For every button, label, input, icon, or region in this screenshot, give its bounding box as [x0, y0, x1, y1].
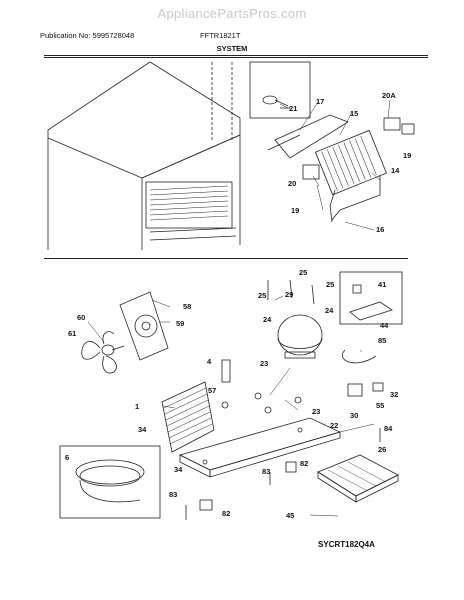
cabinet-drawing	[47, 61, 241, 250]
callout-34-a: 34	[138, 425, 147, 434]
callout-19: 19	[291, 206, 299, 215]
callout-24-b: 24	[325, 306, 334, 315]
callout-55: 55	[376, 401, 384, 410]
callout-20: 20	[288, 179, 296, 188]
callout-6: 6	[65, 453, 69, 462]
evaporator-assembly	[267, 114, 415, 223]
callout-19-top: 19	[403, 151, 411, 160]
callout-83-a: 83	[262, 467, 270, 476]
callout-84: 84	[384, 424, 393, 433]
section-title: SYSTEM	[216, 44, 248, 53]
callout-23-a: 23	[260, 359, 268, 368]
tubing-and-small-parts	[185, 349, 384, 520]
callout-23-b: 23	[312, 407, 320, 416]
callout-61: 61	[68, 329, 76, 338]
condenser-coil	[161, 359, 231, 453]
callout-labels: 21 17 15 20A 19 20 19 14 16 25 25 25 29 …	[65, 91, 411, 520]
watermark: AppliancePartsPros.com	[157, 6, 307, 21]
callout-25-a: 25	[299, 268, 307, 277]
callout-22: 22	[330, 421, 338, 430]
publication-number: Publication No: 5995728048	[40, 31, 135, 40]
callout-25-b: 25	[258, 291, 266, 300]
callout-4: 4	[207, 357, 212, 366]
callout-32: 32	[390, 390, 398, 399]
header-rule-bottom	[44, 57, 428, 58]
callout-83-b: 83	[169, 490, 177, 499]
callout-41: 41	[378, 280, 386, 289]
callout-60: 60	[77, 313, 85, 322]
callout-85: 85	[378, 336, 386, 345]
power-cord	[59, 445, 161, 519]
callout-20a: 20A	[382, 91, 396, 100]
callout-30: 30	[350, 411, 358, 420]
drain-pan	[317, 454, 399, 503]
compressor	[267, 279, 323, 359]
callout-17: 17	[316, 97, 324, 106]
callout-34-b: 34	[174, 465, 183, 474]
inset-box-parts-41-44	[339, 271, 403, 325]
callout-26: 26	[378, 445, 386, 454]
callout-58: 58	[183, 302, 191, 311]
section-divider	[44, 258, 408, 259]
callout-16: 16	[376, 225, 384, 234]
callout-24-a: 24	[263, 315, 272, 324]
callout-82-a: 82	[300, 459, 308, 468]
callout-44: 44	[380, 321, 389, 330]
callout-82-b: 82	[222, 509, 230, 518]
callout-29: 29	[285, 290, 293, 299]
callout-15: 15	[350, 109, 358, 118]
callout-59: 59	[176, 319, 184, 328]
header-rule-top	[44, 55, 428, 56]
diagram-code: SYCRT182Q4A	[318, 540, 375, 549]
callout-14: 14	[391, 166, 400, 175]
leader-lines	[87, 99, 391, 517]
callout-21: 21	[289, 104, 297, 113]
callout-45: 45	[286, 511, 294, 520]
callout-57: 57	[208, 386, 216, 395]
callout-25-c: 25	[326, 280, 334, 289]
inset-box-part-21	[249, 61, 311, 119]
callout-1: 1	[135, 402, 139, 411]
model-number: FFTR1821T	[200, 31, 241, 40]
condenser-fan-assembly	[81, 291, 169, 374]
